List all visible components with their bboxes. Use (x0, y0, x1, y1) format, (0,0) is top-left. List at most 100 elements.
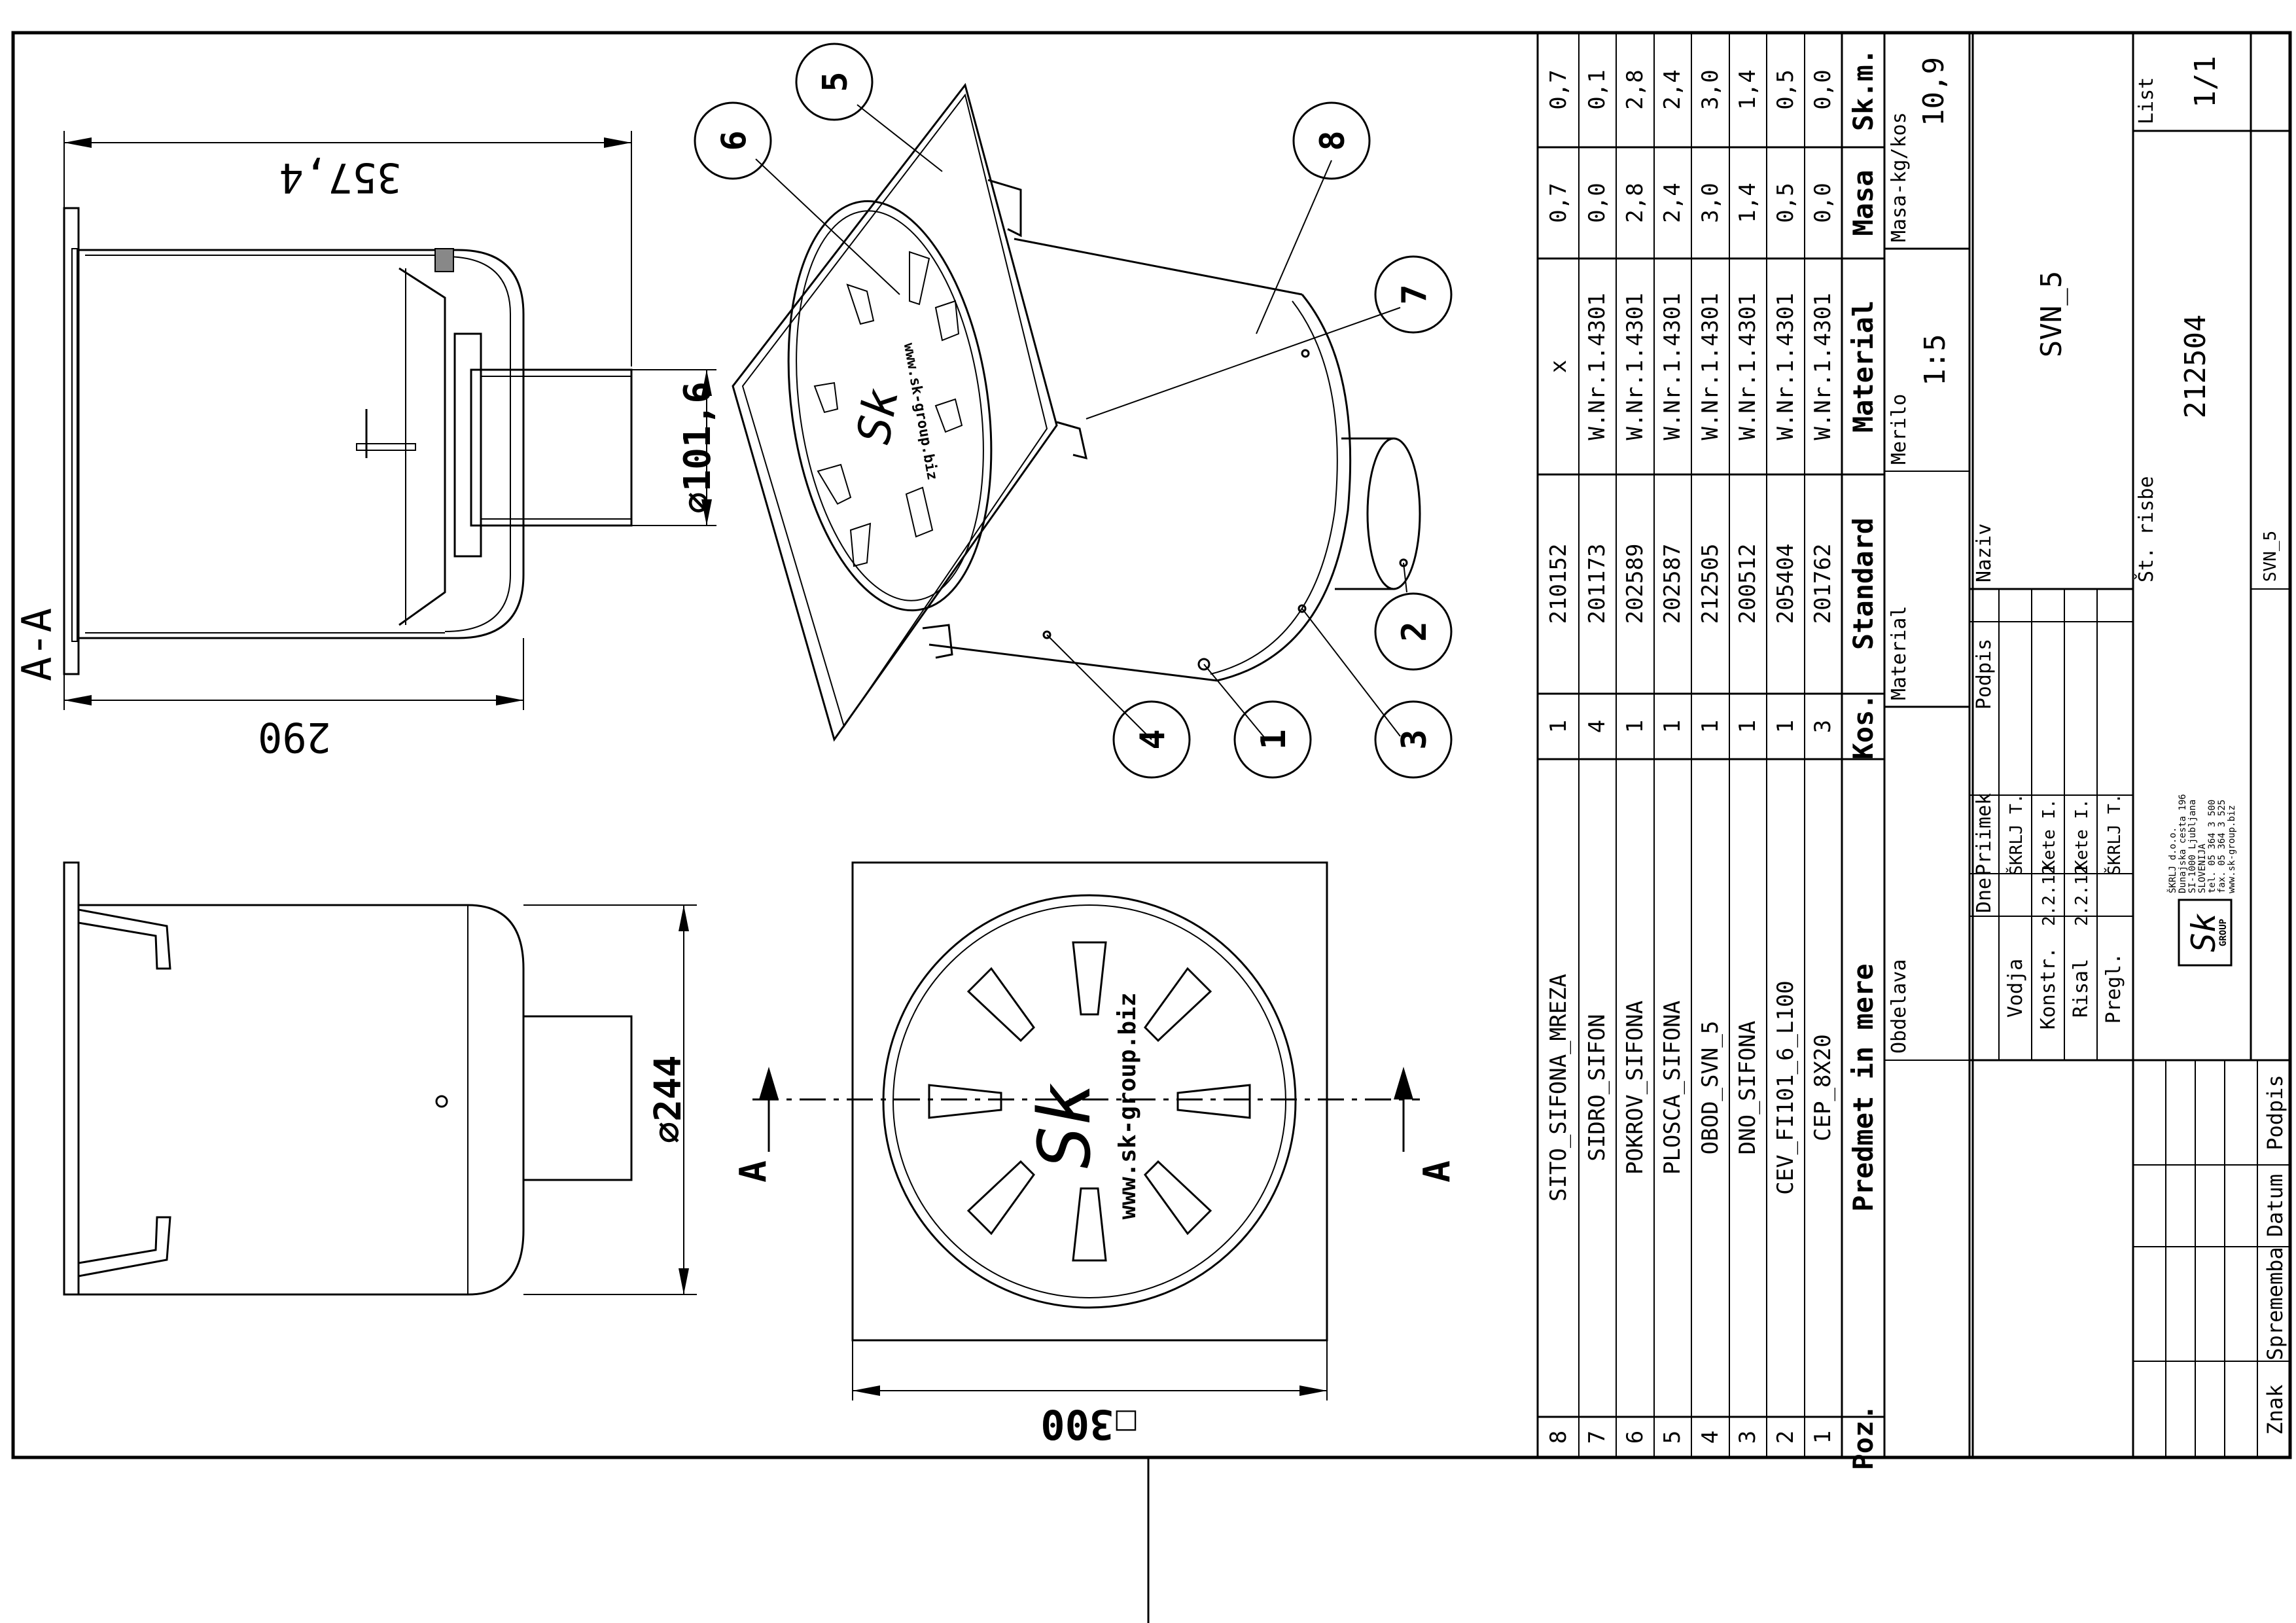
rev-header-znak: Znak (2263, 1384, 2287, 1435)
cell-mass: 2,4 (1659, 183, 1686, 223)
rev-header-datum: Datum (2263, 1174, 2287, 1237)
merilo-value: 1:5 (1918, 334, 1952, 385)
callout-3: 3 (1395, 729, 1434, 749)
st-risbe-label: Št. risbe (2134, 476, 2158, 582)
dimension-244: ⌀244 (523, 904, 697, 1295)
company-logo-sub: GROUP (2218, 919, 2229, 946)
sig-header-podpis: Podpis (1973, 639, 1996, 709)
header-material: Material (1847, 300, 1879, 433)
naziv-label: Naziv (1973, 524, 1996, 582)
dimension-290: 290 (63, 638, 524, 761)
cell-qty: 3 (1810, 720, 1836, 733)
company-line: SLOVENIJA (2197, 844, 2208, 893)
drawing-code: SVN_5 (2261, 531, 2280, 582)
cell-mass: 2,8 (1622, 183, 1648, 223)
header-qty: Kos. (1847, 693, 1879, 759)
parts-table-rows: 8 SITO_SIFONA_MREZA 1 210152 x 0,7 0,7 7… (1545, 69, 1836, 1444)
table-row: 6 POKROV_SIFONA 1 202589 W.Nr.1.4301 2,8… (1622, 69, 1648, 1444)
parts-table (1536, 31, 1974, 1459)
masa-label: Masa-kg/kos (1888, 112, 1911, 242)
st-risbe-value: 212504 (2179, 315, 2212, 419)
rev-header-sprememba: Sprememba (2263, 1247, 2287, 1360)
cut-line-a: A A (732, 1067, 1458, 1183)
sig-row: Risal 2.2.12 Kete I. (2070, 798, 2093, 1018)
isometric-view: Sk www.sk-group.biz (732, 82, 1421, 742)
cell-mass-total: 0,0 (1810, 69, 1836, 109)
company-line: Dunajska cesta 196 (2178, 794, 2188, 893)
sig-row: Konstr. 2.2.12 Kete I. (2037, 798, 2060, 1029)
header-name: Predmet in mere (1847, 963, 1879, 1211)
cell-mass-total: 3,0 (1697, 69, 1723, 109)
table-row: 3 DNO_SIFONA 1 200512 W.Nr.1.4301 1,4 1,… (1735, 69, 1761, 1444)
list-label: List (2135, 77, 2158, 124)
callout-2: 2 (1395, 621, 1434, 641)
cell-qty: 1 (1659, 720, 1686, 733)
callout-8: 8 (1313, 130, 1352, 151)
header-mass: Masa (1847, 169, 1879, 236)
table-row: 8 SITO_SIFONA_MREZA 1 210152 x 0,7 0,7 (1545, 69, 1572, 1444)
cell-standard: 202587 (1659, 544, 1686, 624)
cell-standard: 201173 (1584, 544, 1610, 624)
callout-7: 7 (1395, 284, 1434, 304)
sig-date: 2.2.12 (2072, 865, 2092, 926)
dim-square-label: ☐300 (1040, 1400, 1138, 1448)
cell-material: x (1545, 360, 1572, 373)
parts-table-header: Poz. Predmet in mere Kos. Standard Mater… (1847, 48, 1879, 1471)
cell-standard: 210152 (1545, 544, 1572, 624)
cell-material: W.Nr.1.4301 (1810, 293, 1836, 440)
company-line: fax. 05 364 3 525 (2217, 800, 2227, 893)
sig-header-priimek: Priimek (1973, 793, 1996, 876)
cell-name: CEV_FI101_6_L100 (1773, 980, 1799, 1195)
top-view-grate: Sk www.sk-group.biz (851, 861, 1328, 1342)
grate-logo: Sk (1023, 1082, 1106, 1169)
table-row: 7 SIDRO_SIFON 4 201173 W.Nr.1.4301 0,0 0… (1584, 69, 1610, 1444)
sig-role: Vodja (2004, 959, 2027, 1018)
callouts: 5 6 8 7 2 3 1 4 (694, 43, 1453, 779)
callout-4: 4 (1133, 729, 1173, 749)
cut-marker-left: A (732, 1160, 775, 1183)
cell-name: OBOD_SVN_5 (1697, 1021, 1723, 1155)
company-line: SI-1000 Ljubljana (2187, 800, 2198, 893)
sig-name: ŠKRLJ T. (2104, 793, 2125, 875)
obdelava-label: Obdelava (1888, 959, 1911, 1054)
section-label: A-A (13, 608, 61, 681)
table-row: 4 OBOD_SVN_5 1 212505 W.Nr.1.4301 3,0 3,… (1697, 69, 1723, 1444)
company-line: www.sk-group.biz (2227, 805, 2237, 893)
cell-poz: 8 (1545, 1431, 1572, 1444)
list-value: 1/1 (2189, 56, 2222, 107)
cell-qty: 1 (1622, 720, 1648, 733)
header-mass-total: Sk.m. (1847, 48, 1879, 131)
sig-name: Kete I. (2072, 798, 2092, 870)
cell-mass-total: 0,7 (1545, 69, 1572, 109)
cut-marker-right: A (1416, 1160, 1458, 1183)
cell-mass: 1,4 (1735, 183, 1761, 223)
cell-standard: 201762 (1810, 544, 1836, 624)
sig-row: Vodja ŠKRLJ T. (2004, 793, 2027, 1018)
cell-standard: 205404 (1773, 544, 1799, 624)
cell-mass: 0,5 (1773, 183, 1799, 223)
sig-role: Risal (2070, 959, 2093, 1018)
dimension-300: ☐300 (852, 1340, 1328, 1448)
sig-role: Konstr. (2037, 947, 2060, 1029)
callout-5: 5 (816, 71, 855, 92)
table-row: 2 CEV_FI101_6_L100 1 205404 W.Nr.1.4301 … (1773, 69, 1799, 1444)
company-block: Sk GROUP ŠKRLJ d.o.o. Dunajska cesta 196… (2166, 794, 2237, 967)
iso-grate-url: www.sk-group.biz (900, 342, 940, 481)
naziv-value: SVN_5 (2035, 271, 2068, 357)
dim-outlet-diameter-label: ⌀101,6 (677, 382, 719, 514)
dim-height-body-label: 290 (258, 713, 331, 761)
cell-qty: 1 (1773, 720, 1799, 733)
cell-name: DNO_SIFONA (1735, 1021, 1761, 1155)
section-view-a-a (63, 207, 633, 675)
header-poz: Poz. (1847, 1404, 1879, 1470)
cell-mass-total: 2,4 (1659, 69, 1686, 109)
callout-6: 6 (715, 130, 754, 151)
cell-poz: 2 (1773, 1431, 1799, 1444)
sig-role: Pregl. (2102, 953, 2125, 1024)
cell-material: W.Nr.1.4301 (1659, 293, 1686, 440)
cell-qty: 1 (1545, 720, 1572, 733)
cell-mass-total: 0,5 (1773, 69, 1799, 109)
company-line: ŠKRLJ d.o.o. (2166, 827, 2178, 893)
cell-name: PLOSCA_SIFONA (1659, 1001, 1686, 1175)
